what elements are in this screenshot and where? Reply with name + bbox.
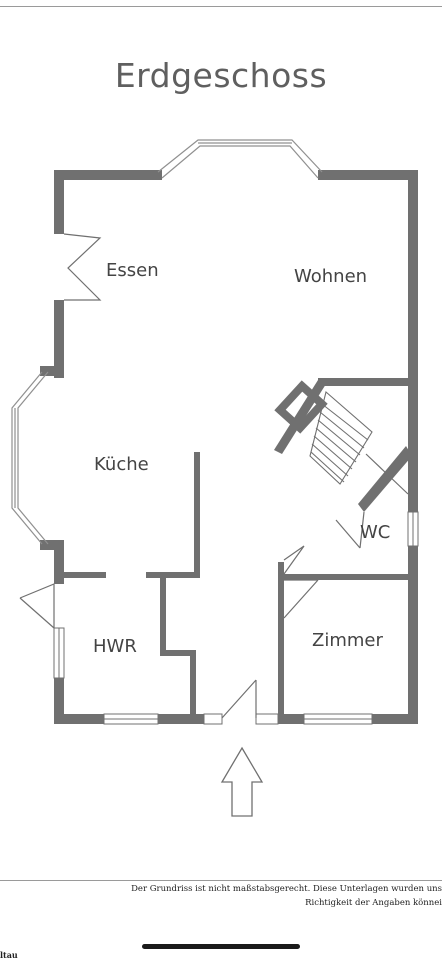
wall-wc-bottom xyxy=(282,574,418,580)
door-entrance xyxy=(221,679,257,719)
wall-wc-diagonal xyxy=(358,446,412,512)
wall-kitchen-partition xyxy=(194,452,200,578)
door-terrace xyxy=(63,233,102,301)
window-hwr xyxy=(53,627,65,679)
wall-bottom-b xyxy=(158,714,204,724)
wall-hwr-top-left xyxy=(54,572,106,578)
room-label-hwr: HWR xyxy=(93,636,137,657)
walls xyxy=(40,170,418,724)
doors xyxy=(19,233,409,719)
room-label-wohnen: Wohnen xyxy=(294,266,367,287)
wall-zimmer-left xyxy=(278,574,284,724)
footer-divider xyxy=(0,880,442,881)
wall-bottom-d xyxy=(372,714,418,724)
wall-top-right xyxy=(318,170,418,180)
disclaimer-line-1: Der Grundriss ist nicht maßstabsgerecht.… xyxy=(131,884,442,894)
room-label-zimmer: Zimmer xyxy=(312,630,383,651)
bay-window-left xyxy=(11,371,49,545)
wall-bottom-c xyxy=(278,714,304,724)
wall-left-top xyxy=(54,170,64,234)
top-divider xyxy=(0,6,442,7)
door-stair-storage xyxy=(365,453,409,495)
wall-right xyxy=(408,170,418,512)
staircase xyxy=(309,390,373,485)
stair-landing-box xyxy=(274,380,328,434)
door-hwr-outside xyxy=(19,583,55,628)
entrance-arrow-icon xyxy=(220,746,264,817)
room-label-essen: Essen xyxy=(106,260,159,281)
disclaimer-line-2: Richtigkeit der Angaben könnei xyxy=(305,898,442,908)
wall-stair-top xyxy=(318,378,418,386)
window-wc xyxy=(407,511,419,547)
wall-wc-left xyxy=(278,562,284,578)
wall-hwr-right-lower xyxy=(190,650,196,722)
wall-top-left xyxy=(54,170,162,180)
wall-bay-top xyxy=(40,366,64,376)
wall-bay-bottom xyxy=(40,540,64,550)
floor-title: Erdgeschoss xyxy=(114,56,328,95)
wall-left-mid xyxy=(54,300,64,378)
wall-bottom-a xyxy=(54,714,104,724)
room-label-wc: WC xyxy=(360,522,390,543)
bay-window-top xyxy=(157,139,323,179)
room-label-kueche: Küche xyxy=(94,454,149,475)
windows-bottom xyxy=(103,713,373,725)
wall-left-lower xyxy=(54,540,64,584)
wall-hwr-top-right xyxy=(146,572,200,578)
home-indicator[interactable] xyxy=(142,944,300,949)
wall-hwr-right xyxy=(160,572,166,656)
wall-right-lower xyxy=(408,546,418,724)
wall-hwr-step xyxy=(160,650,196,656)
cropped-corner-text: ltau xyxy=(0,950,18,960)
door-wc xyxy=(283,545,305,575)
